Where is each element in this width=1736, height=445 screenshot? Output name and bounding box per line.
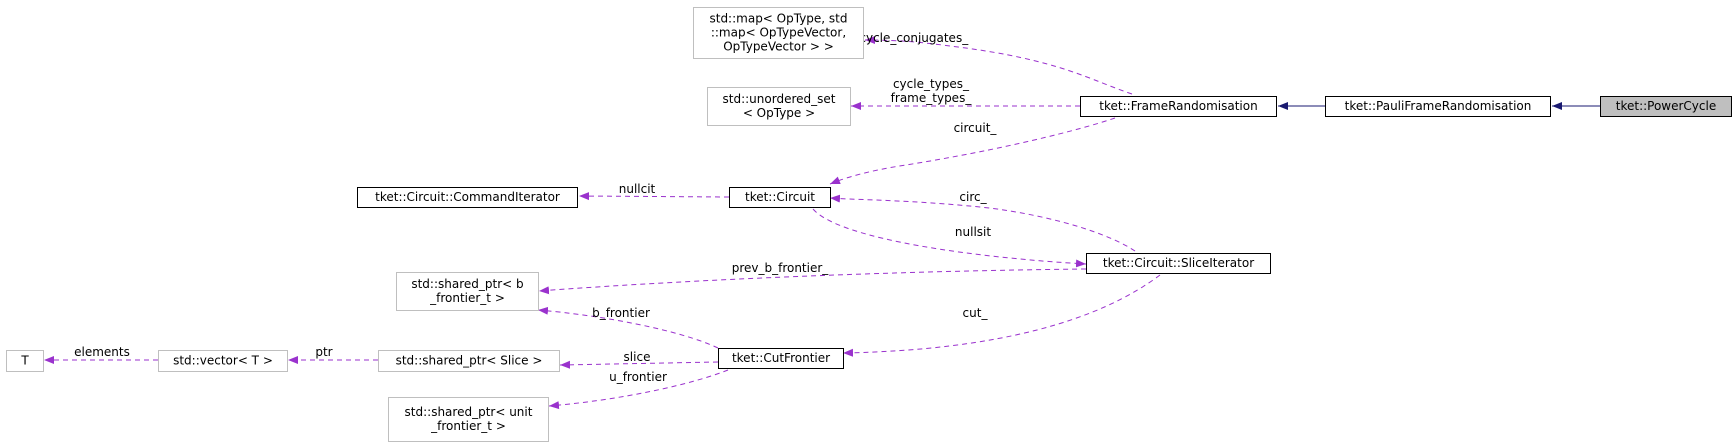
node-vector-T: std::vector< T > [158,350,288,372]
edge-frame-cycle-conjugates: frame_cycle_conjugates_ [818,31,1133,95]
member-arrow [538,268,1087,295]
edge-label: nullcit [619,182,656,196]
member-arrow [829,117,1116,185]
node-box [396,272,539,311]
edge-label: slice [624,350,651,364]
member-arrow [812,208,1087,268]
node-circuit[interactable]: tket::Circuit [729,187,831,208]
node-label: std::shared_ptr< unit [405,405,533,419]
edge-label: circ_ [959,190,987,204]
edge-label: frame_types_ [891,91,973,105]
node-box[interactable] [357,187,578,208]
node-T: T [6,350,44,372]
node-box [158,350,288,372]
node-box[interactable] [1325,96,1551,117]
edge-circuit-member: circuit_ [829,117,1116,185]
node-label: tket::CutFrontier [732,351,830,365]
edge-elements: elements [44,345,158,364]
node-label: std::unordered_set [723,92,836,106]
node-box [6,350,44,372]
node-shared-ptr-b-frontier: std::shared_ptr< b_frontier_t > [396,272,539,311]
node-box[interactable] [729,187,831,208]
node-shared-ptr-slice: std::shared_ptr< Slice > [378,350,560,372]
node-slice-iterator[interactable]: tket::Circuit::SliceIterator [1086,253,1271,274]
node-label: _frontier_t > [429,291,505,305]
node-label: tket::PowerCycle [1616,99,1716,113]
edge-label: nullsit [955,225,991,239]
node-map-optype: std::map< OpType, std::map< OpTypeVector… [693,7,864,59]
edge-label: circuit_ [954,121,998,135]
node-label: std::shared_ptr< Slice > [396,354,543,368]
node-label: tket::Circuit::SliceIterator [1103,256,1254,270]
node-box [693,7,864,59]
member-arrow [578,192,730,201]
node-box [388,397,549,442]
node-frame-randomisation[interactable]: tket::FrameRandomisation [1080,96,1277,117]
edge-label: u_frontier [609,370,667,384]
node-cut-frontier[interactable]: tket::CutFrontier [718,348,844,369]
edge-cycle-frame-types: cycle_types_frame_types_ [851,77,1080,110]
edge-label: b_frontier [592,306,650,320]
edge-label: cut_ [963,306,989,320]
edge-cut: cut_ [842,274,1161,357]
node-unordered-set: std::unordered_set< OpType > [707,87,851,126]
node-label: std::shared_ptr< b [411,277,523,291]
node-power-cycle[interactable]: tket::PowerCycle [1600,96,1732,117]
edge-label: cycle_types_ [893,77,970,91]
edge-label: ptr [315,345,332,359]
edge-prev-b-frontier: prev_b_frontier_ [538,261,1087,295]
node-box[interactable] [1600,96,1732,117]
node-label: _frontier_t > [430,419,506,433]
node-box[interactable] [1086,253,1271,274]
node-label: < OpType > [743,106,815,120]
member-arrow [829,194,1136,252]
edge-nullsit: nullsit [812,208,1087,268]
node-label: tket::Circuit::CommandIterator [375,190,560,204]
member-arrow [842,274,1161,357]
member-arrow [548,369,729,410]
node-label: ::map< OpTypeVector, [711,26,846,40]
edge-label: elements [74,345,130,359]
node-label: T [20,354,29,368]
node-box [707,87,851,126]
node-label: tket::Circuit [745,190,815,204]
edge-nullcit: nullcit [578,182,730,201]
node-label: OpTypeVector > > [723,40,834,54]
edge-ptr: ptr [288,345,378,364]
edge-circ: circ_ [829,190,1136,252]
node-label: tket::FrameRandomisation [1099,99,1257,113]
node-box[interactable] [1080,96,1277,117]
edge-u-frontier: u_frontier [548,369,729,410]
node-label: tket::PauliFrameRandomisation [1345,99,1532,113]
node-label: std::map< OpType, std [709,12,847,26]
edge-label: prev_b_frontier_ [732,261,830,275]
node-box [378,350,560,372]
node-box[interactable] [718,348,844,369]
node-label: std::vector< T > [173,354,273,368]
edge-b-frontier: b_frontier [537,306,719,349]
node-shared-ptr-unit-frontier: std::shared_ptr< unit_frontier_t > [388,397,549,442]
member-arrow [537,306,719,349]
node-command-iterator[interactable]: tket::Circuit::CommandIterator [357,187,578,208]
edge-slice: slice [559,350,719,369]
node-pauli-frame-randomisation[interactable]: tket::PauliFrameRandomisation [1325,96,1551,117]
